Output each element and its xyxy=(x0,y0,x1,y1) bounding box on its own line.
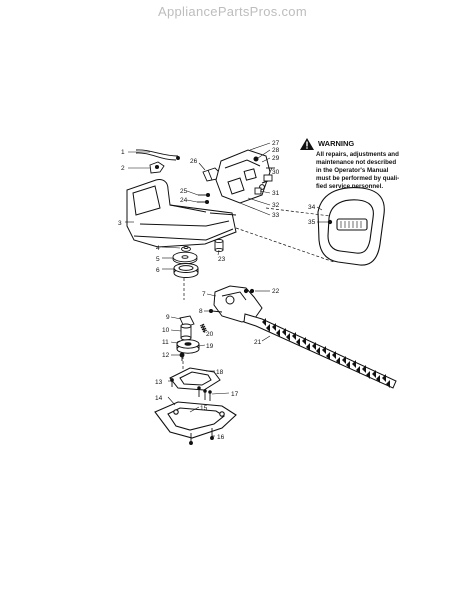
leader-lines xyxy=(125,142,328,437)
callout-26: 26 xyxy=(190,158,198,165)
warning-notice: WARNING All repairs, adjustments and mai… xyxy=(300,138,399,190)
part-cord xyxy=(135,149,180,161)
part-gear xyxy=(176,339,200,354)
warning-line-1: All repairs, adjustments and xyxy=(316,151,399,158)
warning-heading: WARNING xyxy=(318,139,354,148)
callout-29: 29 xyxy=(272,155,280,162)
callout-3: 3 xyxy=(118,220,122,227)
callout-32: 32 xyxy=(272,202,280,209)
callout-18: 18 xyxy=(216,369,224,376)
callout-4: 4 xyxy=(156,245,160,252)
callout-5: 5 xyxy=(156,256,160,263)
part-screw xyxy=(179,352,185,361)
part-clip xyxy=(149,161,165,174)
part-clutch-drum xyxy=(173,263,199,278)
callout-16: 16 xyxy=(217,434,225,441)
part-rear-handle xyxy=(317,187,385,266)
warning-line-4: must be performed by quali- xyxy=(316,175,399,182)
part-gearbox xyxy=(213,285,263,323)
part-bolts xyxy=(197,386,212,401)
part-gear-plate xyxy=(172,251,198,265)
callout-2: 2 xyxy=(121,165,125,172)
part-connecting-rod xyxy=(179,315,195,341)
callout-34: 34 xyxy=(308,204,316,211)
callout-19: 19 xyxy=(206,343,214,350)
callout-15: 15 xyxy=(200,405,208,412)
callout-10: 10 xyxy=(162,327,170,334)
callout-24: 24 xyxy=(180,197,188,204)
warning-triangle-icon xyxy=(300,138,314,150)
warning-line-5: fied service personnel. xyxy=(316,183,383,190)
callout-14: 14 xyxy=(155,395,163,402)
part-switch-housing xyxy=(215,149,271,204)
site-watermark: AppliancePartsPros.com xyxy=(158,4,307,19)
callout-8: 8 xyxy=(199,308,203,315)
callout-labels: 1 2 3 4 5 6 7 8 9 10 11 12 13 14 15 16 1… xyxy=(118,140,316,441)
part-nut xyxy=(181,246,191,252)
part-base-plate xyxy=(154,401,237,439)
callout-31: 31 xyxy=(272,190,280,197)
part-front-handle xyxy=(126,179,237,248)
callout-12: 12 xyxy=(162,352,170,359)
callout-20: 20 xyxy=(206,331,214,338)
part-pin xyxy=(208,308,223,314)
blade-teeth xyxy=(262,318,390,388)
part-cutting-blade xyxy=(243,313,397,389)
callout-28: 28 xyxy=(272,147,280,154)
part-base-screws xyxy=(170,378,214,445)
callout-22: 22 xyxy=(272,288,280,295)
callout-30: 30 xyxy=(272,169,280,176)
callout-23: 23 xyxy=(218,256,226,263)
callout-11: 11 xyxy=(162,339,169,346)
callout-7: 7 xyxy=(202,291,206,298)
callout-25: 25 xyxy=(180,188,188,195)
callout-21: 21 xyxy=(254,339,262,346)
callout-13: 13 xyxy=(155,379,163,386)
callout-33: 33 xyxy=(272,212,280,219)
part-spring xyxy=(199,323,208,333)
part-bushing xyxy=(214,238,224,253)
warning-line-2: maintenance not described xyxy=(316,159,396,166)
callout-6: 6 xyxy=(156,267,160,274)
part-gasket xyxy=(169,367,221,391)
callout-17: 17 xyxy=(231,391,239,398)
callout-35: 35 xyxy=(308,219,316,226)
part-frame-screws xyxy=(197,192,211,205)
callout-9: 9 xyxy=(166,314,170,321)
callout-27: 27 xyxy=(272,140,280,147)
callout-1: 1 xyxy=(121,149,125,156)
warning-line-3: in the Operator's Manual xyxy=(316,167,389,174)
